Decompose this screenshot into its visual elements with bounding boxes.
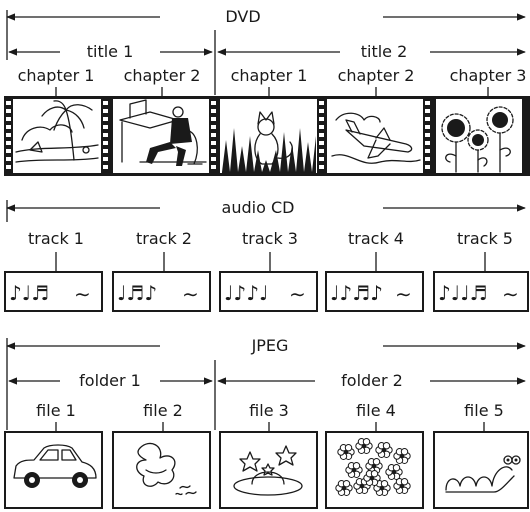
sprocket-hole — [425, 133, 430, 137]
film-strip — [4, 96, 530, 176]
chapter-label: chapter 2 — [338, 66, 415, 85]
file-label: file 2 — [143, 401, 183, 420]
sprocket-hole — [103, 101, 108, 105]
caterpillar-picture — [434, 432, 528, 508]
track-box: ♪♩♬ ∼ — [5, 272, 102, 311]
sprocket-hole — [6, 101, 11, 105]
sprocket-hole — [6, 125, 11, 129]
sprocket-hole — [211, 141, 216, 145]
sprocket-hole — [319, 125, 324, 129]
office-worker-picture — [113, 99, 209, 173]
sound-wave-icon: ∼ — [502, 282, 519, 306]
chapter-label: chapter 1 — [18, 66, 95, 85]
sprocket-hole — [6, 165, 11, 169]
sprocket-hole — [211, 149, 216, 153]
music-notes: ♩♪♪♩ — [224, 281, 268, 305]
sprocket-hole — [211, 165, 216, 169]
sound-wave-icon: ∼ — [395, 282, 412, 306]
jpeg-section: JPEG folder 1 folder 2 file 1 file 2 fil… — [5, 336, 528, 508]
title-1-label: title 1 — [87, 42, 134, 61]
sprocket-hole — [319, 157, 324, 161]
track-label: track 5 — [457, 229, 513, 248]
cat-picture — [220, 99, 317, 173]
sprocket-hole — [425, 117, 430, 121]
track-box: ♩♪♪♩ ∼ — [220, 272, 317, 311]
beach-palm-picture — [13, 99, 101, 173]
sprocket-hole — [319, 117, 324, 121]
track-label: track 1 — [28, 229, 84, 248]
track-box: ♩♪♬♪ ∼ — [326, 272, 423, 311]
sprocket-hole — [103, 165, 108, 169]
track-label: track 3 — [242, 229, 298, 248]
sprocket-hole — [319, 149, 324, 153]
audio-cd-section: audio CD track 1 track 2 track 3 track 4… — [5, 198, 528, 311]
sprocket-hole — [211, 109, 216, 113]
sprocket-hole — [425, 157, 430, 161]
folder-1-label: folder 1 — [79, 371, 141, 390]
sprocket-hole — [211, 117, 216, 121]
jpeg-title: JPEG — [251, 336, 289, 355]
sprocket-hole — [6, 149, 11, 153]
sprocket-hole — [6, 133, 11, 137]
sprocket-hole — [425, 141, 430, 145]
sprocket-hole — [211, 125, 216, 129]
sprocket-hole — [425, 125, 430, 129]
dvd-section: DVD title 1 title 2 chapter 1 chapter 2 … — [4, 7, 530, 176]
audio-cd-title: audio CD — [222, 198, 295, 217]
sprocket-hole — [6, 157, 11, 161]
music-notes: ♪♩♬ — [9, 281, 49, 305]
track-label: track 2 — [136, 229, 192, 248]
music-notes: ♩♬♪ — [117, 281, 157, 305]
sprocket-hole — [103, 125, 108, 129]
dvd-title: DVD — [225, 7, 260, 26]
car-picture — [5, 432, 102, 508]
sprocket-hole — [103, 157, 108, 161]
sprocket-hole — [319, 165, 324, 169]
sprocket-hole — [103, 133, 108, 137]
music-notes: ♪♩♩♬ — [438, 281, 488, 305]
track-label: track 4 — [348, 229, 404, 248]
sprocket-hole — [319, 141, 324, 145]
sprocket-hole — [6, 109, 11, 113]
sprocket-hole — [211, 157, 216, 161]
sound-wave-icon: ∼ — [289, 282, 306, 306]
chapter-label: chapter 2 — [124, 66, 201, 85]
sprocket-hole — [425, 109, 430, 113]
sprocket-hole — [103, 109, 108, 113]
sprocket-hole — [211, 101, 216, 105]
sound-wave-icon: ∼ — [182, 282, 199, 306]
sprocket-hole — [319, 101, 324, 105]
sprocket-hole — [425, 101, 430, 105]
sprocket-hole — [319, 109, 324, 113]
sprocket-hole — [425, 165, 430, 169]
sprocket-hole — [319, 133, 324, 137]
file-label: file 5 — [464, 401, 504, 420]
track-box: ♩♬♪ ∼ — [113, 272, 210, 311]
chapter-label: chapter 1 — [231, 66, 308, 85]
sprocket-hole — [103, 149, 108, 153]
sprocket-hole — [103, 141, 108, 145]
airplane-picture — [327, 99, 423, 173]
chapter-label: chapter 3 — [450, 66, 527, 85]
music-notes: ♩♪♬♪ — [330, 281, 383, 305]
track-box: ♪♩♩♬ ∼ — [434, 272, 528, 311]
planet-stars-picture — [220, 432, 317, 508]
file-label: file 4 — [356, 401, 396, 420]
file-label: file 1 — [36, 401, 76, 420]
sprocket-hole — [103, 117, 108, 121]
sprocket-hole — [6, 117, 11, 121]
sunflowers-picture — [436, 99, 522, 173]
title-2-label: title 2 — [361, 42, 408, 61]
sprocket-hole — [425, 149, 430, 153]
sprocket-hole — [211, 133, 216, 137]
sound-wave-icon: ∼ — [74, 282, 91, 306]
file-label: file 3 — [249, 401, 289, 420]
sprocket-hole — [6, 141, 11, 145]
butterfly-picture — [113, 432, 210, 508]
folder-2-label: folder 2 — [341, 371, 403, 390]
flowers-picture — [326, 432, 423, 508]
